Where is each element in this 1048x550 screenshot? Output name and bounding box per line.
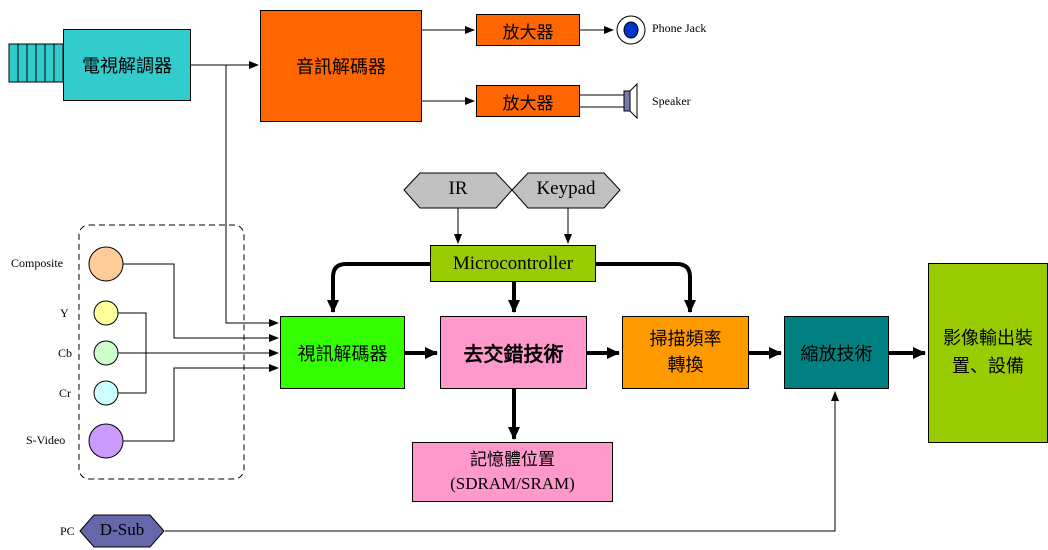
scan-rate-line2: 轉換 bbox=[667, 354, 704, 376]
tv-demodulator-label: 電視解調器 bbox=[82, 56, 172, 77]
scaler-label: 縮放技術 bbox=[800, 343, 873, 365]
cb-port-icon bbox=[93, 340, 119, 366]
cr-port-icon bbox=[93, 380, 119, 406]
deinterlace-label: 去交錯技術 bbox=[463, 342, 564, 366]
memory-line1: 記憶體位置 bbox=[470, 450, 555, 470]
scan-rate-line1: 掃描頻率 bbox=[649, 328, 722, 350]
video-decoder-label: 視訊解碼器 bbox=[297, 343, 388, 365]
composite-port-icon bbox=[88, 246, 124, 282]
input-group-frame bbox=[78, 224, 245, 480]
speaker-label: Speaker bbox=[652, 94, 691, 108]
phone-jack-label: Phone Jack bbox=[652, 21, 707, 35]
composite-label: Composite bbox=[11, 256, 64, 270]
microcontroller-label: Microcontroller bbox=[452, 252, 574, 274]
output-line2: 置、設備 bbox=[952, 356, 1024, 377]
cb-label: Cb bbox=[58, 346, 73, 360]
amplifier-bottom-label: 放大器 bbox=[502, 93, 554, 114]
phone-jack-icon bbox=[616, 15, 646, 45]
audio-decoder-block: 音訊解碼器 bbox=[260, 10, 422, 122]
dsub-shape bbox=[79, 514, 165, 548]
cr-label: Cr bbox=[59, 386, 71, 400]
memory-line2: (SDRAM/SRAM) bbox=[450, 474, 575, 493]
memory-block: 記憶體位置 (SDRAM/SRAM) bbox=[412, 442, 613, 502]
scaler-block: 縮放技術 bbox=[784, 316, 889, 389]
video-decoder-block: 視訊解碼器 bbox=[280, 316, 405, 389]
y-label: Y bbox=[60, 306, 69, 320]
deinterlace-block: 去交錯技術 bbox=[440, 316, 587, 389]
audio-decoder-label: 音訊解碼器 bbox=[296, 57, 386, 78]
amplifier-bottom-block: 放大器 bbox=[476, 85, 580, 117]
output-line1: 影像輸出裝 bbox=[943, 328, 1033, 349]
amplifier-top-label: 放大器 bbox=[502, 22, 554, 43]
video-output-device-block: 影像輸出裝 置、設備 bbox=[928, 263, 1048, 443]
amplifier-top-block: 放大器 bbox=[476, 14, 580, 46]
microcontroller-block: Microcontroller bbox=[430, 245, 596, 282]
speaker-icon bbox=[623, 82, 638, 120]
dsub-label: D-Sub bbox=[99, 520, 145, 539]
keypad-label: Keypad bbox=[536, 178, 596, 199]
antenna-connector-icon bbox=[8, 43, 64, 83]
keypad-shape bbox=[511, 172, 621, 209]
tv-demodulator-block: 電視解調器 bbox=[63, 29, 191, 101]
svideo-label: S-Video bbox=[26, 433, 66, 447]
scan-rate-conversion-block: 掃描頻率 轉換 bbox=[622, 316, 749, 389]
svideo-port-icon bbox=[88, 423, 124, 459]
pc-label: PC bbox=[60, 524, 75, 538]
ir-label: IR bbox=[448, 178, 468, 199]
y-port-icon bbox=[93, 300, 119, 326]
